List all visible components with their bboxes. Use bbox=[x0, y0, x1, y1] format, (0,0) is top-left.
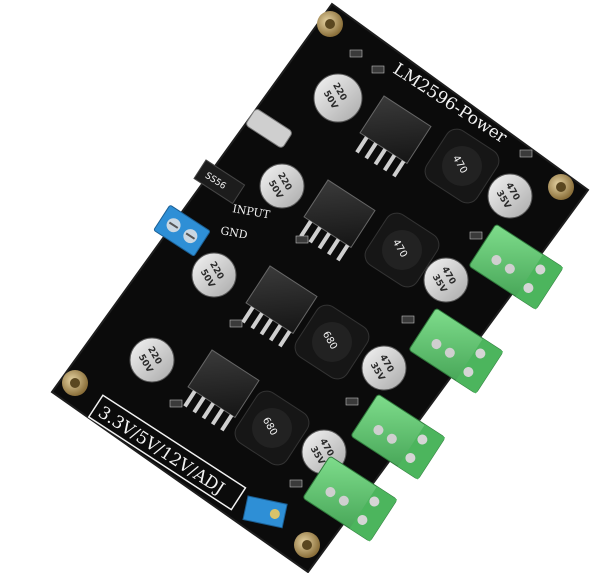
capacitor: 220 50V bbox=[259, 163, 305, 209]
output-terminal bbox=[469, 224, 564, 310]
adjust-potentiometer bbox=[242, 495, 288, 529]
output-terminal bbox=[351, 394, 446, 480]
output-terminal bbox=[303, 456, 398, 542]
gnd-label: GND bbox=[219, 224, 248, 242]
output-capacitor: 470 35V bbox=[487, 173, 533, 219]
regulator-ic bbox=[355, 95, 432, 178]
mounting-screw bbox=[548, 174, 574, 200]
regulator-ic bbox=[299, 179, 376, 262]
fuse-component bbox=[246, 109, 292, 148]
capacitor: 220 50V bbox=[129, 337, 175, 383]
inductor: 470 bbox=[364, 212, 440, 288]
mounting-screw bbox=[62, 370, 88, 396]
input-terminal bbox=[153, 205, 210, 257]
output-capacitor: 470 35V bbox=[423, 257, 469, 303]
output-capacitor: 470 35V bbox=[361, 345, 407, 391]
mounting-screw bbox=[317, 11, 343, 37]
capacitor: 220 50V bbox=[191, 252, 237, 298]
regulator-ic bbox=[183, 349, 260, 432]
mounting-screw bbox=[294, 532, 320, 558]
capacitor: 220 50V bbox=[313, 73, 363, 123]
schottky-diode: SS56 bbox=[193, 159, 246, 205]
smd-components bbox=[169, 49, 533, 488]
output-terminal bbox=[409, 308, 504, 394]
inductor: 680 bbox=[234, 390, 310, 466]
regulator-ic bbox=[241, 265, 318, 348]
inductor: 470 bbox=[424, 128, 500, 204]
inductor: 680 bbox=[294, 304, 370, 380]
